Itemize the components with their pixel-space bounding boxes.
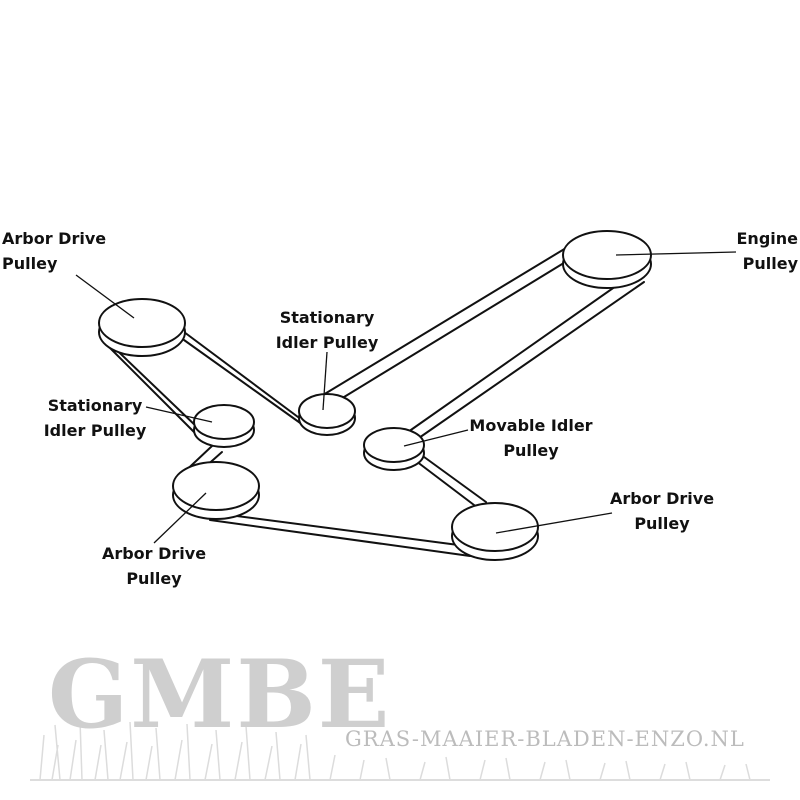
belt-topleft-to-center <box>175 325 311 431</box>
label-engine-pulley: Engine Pulley <box>736 229 799 273</box>
label-stationary-idler-center: Stationary Idler Pulley <box>275 308 379 352</box>
leader-arbor-bottom-left <box>153 492 207 544</box>
label-arbor-drive-bottom-right: Arbor Drive Pulley <box>609 489 715 533</box>
belt-movable-to-bottomright <box>411 453 487 509</box>
arbor-drive-pulley-bottom-right <box>451 502 539 561</box>
label-arbor-drive-bottom-left: Arbor Drive Pulley <box>101 544 207 588</box>
arbor-drive-pulley-bottom-left <box>172 461 260 520</box>
leader-stationary-left <box>145 406 213 423</box>
belt-engine-to-movable <box>407 271 645 441</box>
arbor-drive-pulley-top-left <box>98 298 186 357</box>
belt-bottom-run <box>205 511 471 557</box>
watermark-brand: GMBE <box>48 640 392 750</box>
stationary-idler-pulley-left <box>193 404 255 448</box>
engine-pulley <box>562 230 652 289</box>
leader-arbor-top-left <box>75 274 135 319</box>
belt-engine-to-center <box>317 247 573 409</box>
stationary-idler-pulley-center <box>298 393 356 436</box>
leader-arbor-bottom-right <box>495 512 613 534</box>
label-arbor-drive-top-left: Arbor Drive Pulley <box>2 229 107 273</box>
watermark-url: GRAS-MAAIER-BLADEN-ENZO.NL <box>345 727 745 751</box>
leader-stationary-center <box>322 351 328 411</box>
label-stationary-idler-left: Stationary Idler Pulley <box>43 396 147 440</box>
movable-idler-pulley <box>363 427 425 471</box>
leader-movable-idler <box>403 429 469 447</box>
leader-engine <box>615 251 737 256</box>
label-movable-idler: Movable Idler Pulley <box>469 416 593 460</box>
